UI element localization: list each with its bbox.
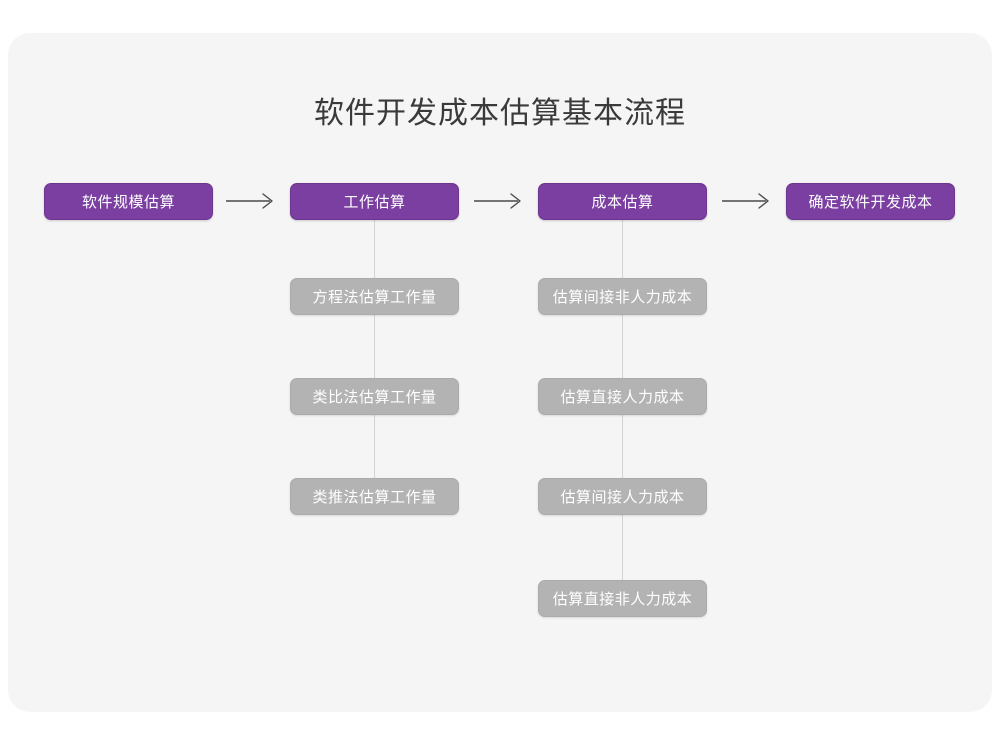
- arrow-right-icon-1: [226, 190, 276, 212]
- substep-node-direct-nonlabor-cost[interactable]: 估算直接非人力成本: [538, 580, 707, 617]
- stage-node-cost-estimation[interactable]: 成本估算: [538, 183, 707, 220]
- substep-node-indirect-labor-cost[interactable]: 估算间接人力成本: [538, 478, 707, 515]
- background-panel: [8, 33, 992, 712]
- substep-node-direct-labor-cost[interactable]: 估算直接人力成本: [538, 378, 707, 415]
- stage-node-determine-development-cost[interactable]: 确定软件开发成本: [786, 183, 955, 220]
- stage-node-software-size-estimation[interactable]: 软件规模估算: [44, 183, 213, 220]
- page-title: 软件开发成本估算基本流程: [314, 97, 686, 130]
- arrow-right-icon-3: [722, 190, 772, 212]
- substep-node-analogical-method[interactable]: 类推法估算工作量: [290, 478, 459, 515]
- stage-node-effort-estimation[interactable]: 工作估算: [290, 183, 459, 220]
- substep-node-equation-method[interactable]: 方程法估算工作量: [290, 278, 459, 315]
- substep-node-indirect-nonlabor-cost[interactable]: 估算间接非人力成本: [538, 278, 707, 315]
- substep-node-analogy-method[interactable]: 类比法估算工作量: [290, 378, 459, 415]
- connector-line-stage-2: [374, 220, 375, 478]
- arrow-right-icon-2: [474, 190, 524, 212]
